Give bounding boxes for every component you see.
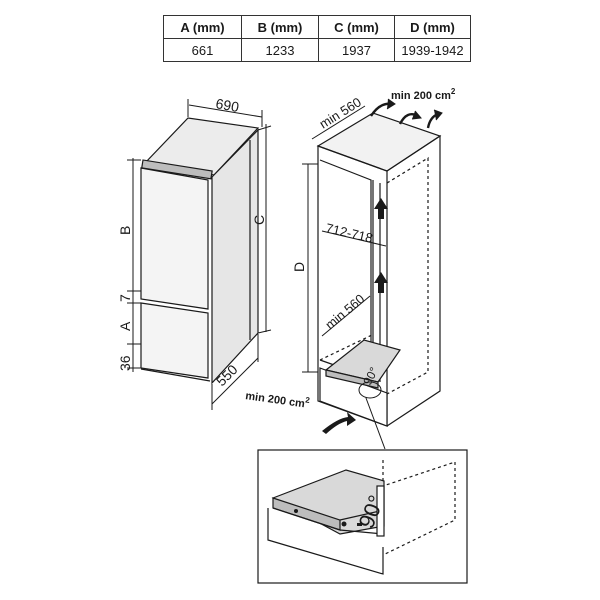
up-arrow-lower — [374, 272, 388, 293]
value-c: 1937 — [318, 38, 395, 62]
niche-dimension-lines — [302, 105, 387, 373]
dimension-table-header-row: A (mm) B (mm) C (mm) D (mm) — [163, 15, 471, 39]
dimension-table: A (mm) B (mm) C (mm) D (mm) 661 1233 193… — [163, 15, 471, 62]
vent-bottom-label: min 200 cm2 — [245, 387, 311, 411]
detail-plinth — [267, 508, 384, 575]
fridge-top-hinge — [141, 159, 213, 180]
fridge-drawing — [140, 117, 260, 385]
niche-inner-width-dim — [321, 230, 387, 247]
header-d: D (mm) — [394, 15, 471, 39]
value-d: 1939-1942 — [394, 38, 471, 62]
niche-inner-width-label: 712-718 — [324, 220, 374, 245]
top-vent-arrows — [369, 98, 443, 129]
niche-top-depth-dim — [311, 105, 366, 140]
dimension-table-value-row: 661 1233 1937 1939-1942 — [163, 38, 471, 62]
niche-inner-depth-dim — [321, 295, 371, 337]
detail-view: 90° — [257, 449, 468, 584]
header-a: A (mm) — [163, 15, 242, 39]
detail-angle-bracket — [376, 485, 385, 537]
fridge-dimension-lines — [127, 99, 272, 410]
detail-circle — [358, 381, 382, 399]
fridge-lower-door — [140, 302, 209, 379]
detail-connector — [358, 381, 386, 450]
height-c-label: C — [251, 215, 267, 225]
up-arrow-upper — [374, 198, 388, 219]
bottom-vent-arrow — [322, 412, 356, 434]
niche-shelf-front — [325, 369, 379, 389]
niche-height-d-label: D — [291, 262, 307, 272]
dim-b-label: B — [117, 226, 133, 235]
depth-dim-line — [211, 357, 259, 405]
fridge-base-line — [140, 368, 211, 382]
gap-label: 7 — [117, 294, 133, 302]
niche-right-side — [386, 134, 441, 427]
detail-dashed-right — [382, 462, 456, 556]
airflow-up-arrows — [374, 198, 388, 293]
header-b: B (mm) — [241, 15, 319, 39]
fridge-upper-door — [140, 167, 209, 310]
vent-top-label: min 200 cm2 — [391, 87, 456, 102]
dim-a-label: A — [117, 321, 133, 331]
detail-hardware — [294, 509, 362, 527]
width-dim-line — [188, 104, 263, 118]
niche-inner-depth-label: min 560 — [322, 291, 367, 332]
niche-inner-dashed — [386, 156, 429, 395]
width-label: 690 — [214, 95, 240, 115]
base-label: 36 — [117, 355, 133, 371]
niche-drawing — [316, 112, 442, 427]
